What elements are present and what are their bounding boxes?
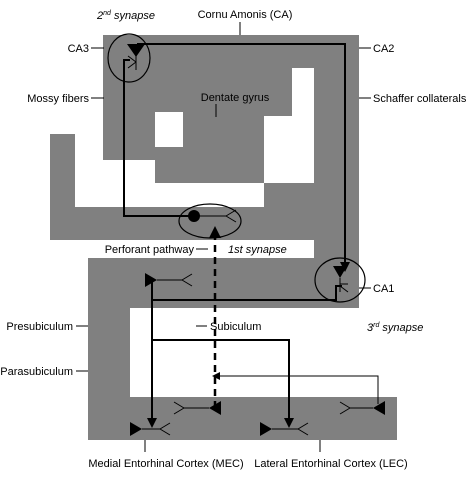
- ca3-pyramidal-cell: [127, 44, 145, 57]
- third-synapse-circle: [314, 257, 366, 303]
- ca1-label: CA1: [373, 283, 394, 295]
- ca1-pyramidal-cell: [333, 266, 347, 278]
- subiculum-branch-path: [152, 339, 290, 420]
- mec-dendrite: [142, 422, 171, 436]
- schaffer-collaterals-label: Schaffer collaterals: [373, 93, 467, 105]
- dentate-gyrus-region: [155, 86, 292, 183]
- mossy-fiber-path: [123, 59, 194, 217]
- parasubiculum-label: Parasubiculum: [0, 366, 73, 378]
- ca3-label: CA3: [68, 43, 89, 55]
- subiculum-dendrite: [157, 273, 193, 287]
- lec-to-subiculum-path: [216, 375, 379, 404]
- left-foot-region: [50, 134, 75, 207]
- tissue-regions: [50, 35, 397, 440]
- subiculum-label: Subiculum: [210, 321, 261, 333]
- pathway-wires: [123, 43, 379, 428]
- lec-cell: [260, 422, 272, 436]
- text-labels: Cornu Amonis (CA) 2nd synapse CA3 CA2 Mo…: [0, 9, 467, 470]
- perforant-pathway-label: Perforant pathway: [105, 244, 195, 256]
- lec-right-cell: [373, 401, 385, 415]
- first-synapse-label: 1st synapse: [228, 244, 287, 256]
- lec-label: Lateral Entorhinal Cortex (LEC): [254, 458, 407, 470]
- lec-arrowhead: [284, 418, 294, 428]
- mec-label: Medial Entorhinal Cortex (MEC): [88, 458, 243, 470]
- granule-cell-dendrite: [200, 209, 237, 223]
- second-synapse-label: 2nd synapse: [96, 10, 155, 22]
- ca2-label: CA2: [373, 43, 394, 55]
- mossy-fibers-label: Mossy fibers: [27, 93, 89, 105]
- mec-layer2-dendrite: [173, 401, 209, 415]
- lec-dendrite: [272, 422, 309, 436]
- perforant-arrowhead: [209, 226, 221, 238]
- schaffer-collateral-path: [137, 43, 346, 268]
- cornu-amonis-label: Cornu Amonis (CA): [198, 9, 293, 21]
- subiculum-entorhinal-column: [88, 258, 397, 440]
- mec-cell: [130, 422, 142, 436]
- third-synapse-label: 3rd synapse: [367, 322, 423, 334]
- mec-layer2-cell: [209, 401, 221, 415]
- second-synapse-circle: [107, 33, 151, 83]
- ca1-dendrite: [339, 278, 349, 293]
- subiculum-cell: [145, 273, 157, 287]
- mec-arrowhead: [147, 418, 157, 428]
- lower-hippocampal-band: [50, 183, 314, 240]
- dentate-gyrus-label: Dentate gyrus: [201, 92, 270, 104]
- leader-lines: [76, 22, 371, 452]
- granule-cell: [188, 210, 200, 222]
- presubiculum-label: Presubiculum: [6, 321, 73, 333]
- ca3-dendrite: [127, 55, 137, 70]
- lec-right-dendrite: [339, 401, 373, 415]
- lec-thin-arrowhead: [212, 372, 220, 380]
- neurons: [127, 44, 385, 436]
